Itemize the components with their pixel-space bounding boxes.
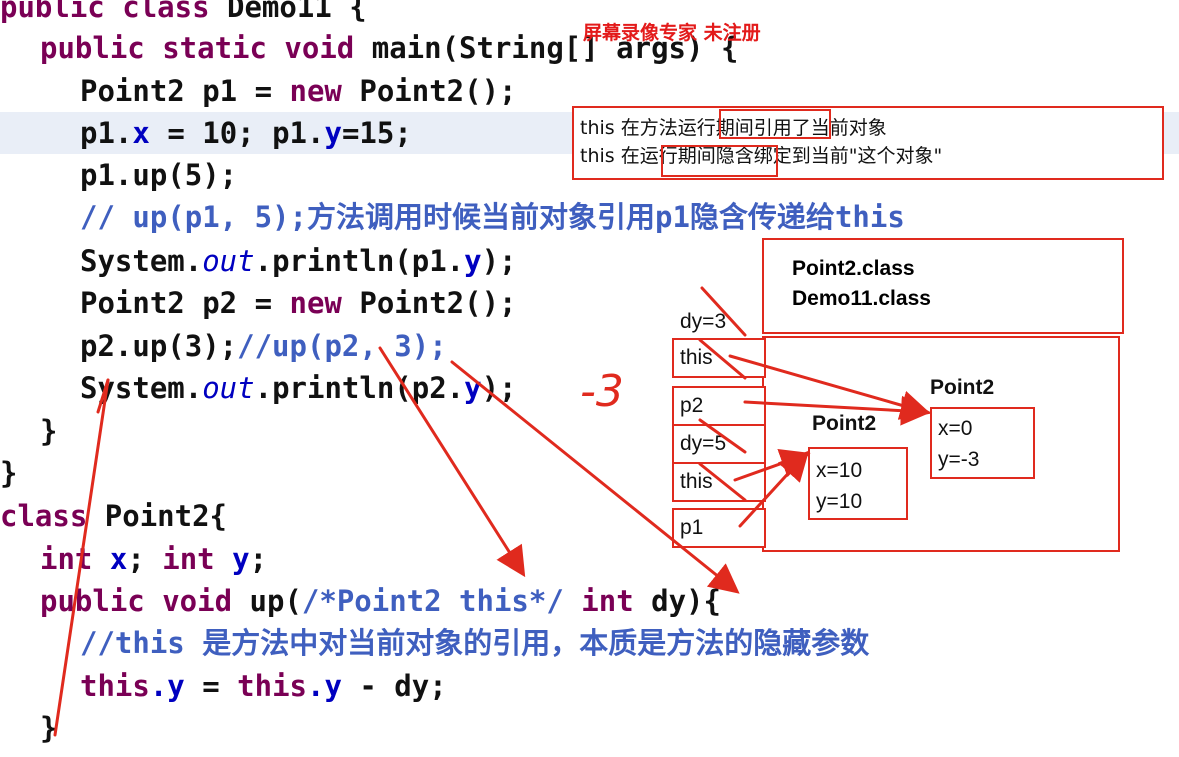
code-text: .println(p1. xyxy=(254,244,465,278)
class-file-point2: Point2.class xyxy=(792,257,915,280)
comment: //up(p2, 3); xyxy=(237,329,447,363)
keyword: int xyxy=(40,542,93,576)
note-line-1: this 在方法运行期间引用了当前对象 xyxy=(580,117,887,139)
field-y-value: y=10 xyxy=(816,490,863,513)
main-signature: main(String[] args) { xyxy=(371,31,739,65)
code-line-18: } xyxy=(40,711,58,745)
code-text: Point2 p1 = xyxy=(80,74,290,108)
code-text: System. xyxy=(80,371,203,405)
keyword: this xyxy=(80,669,150,703)
stack-frame-this-top: this xyxy=(672,338,766,378)
code-text: = xyxy=(184,669,238,703)
note-line-2: this 在运行期间隐含绑定到当前"这个对象" xyxy=(580,145,943,167)
code-text: Point2{ xyxy=(87,499,227,533)
code-text: System. xyxy=(80,244,203,278)
field: y xyxy=(464,244,482,278)
code-text: p2.up(3); xyxy=(80,329,238,363)
heap-object-label-top: Point2 xyxy=(930,376,995,399)
keyword: public xyxy=(0,0,105,24)
code-text: ); xyxy=(481,244,517,278)
class-name: Demo11 { xyxy=(227,0,367,24)
code-line-12: } xyxy=(0,456,18,490)
field: .y xyxy=(149,669,185,703)
code-text: ; xyxy=(249,542,268,576)
field: x xyxy=(132,116,150,150)
code-line-10: System.out.println(p2.y); xyxy=(80,367,517,409)
code-line-16-comment: //this 是方法中对当前对象的引用，本质是方法的隐藏参数 xyxy=(80,622,869,664)
stack-frame-p1: p1 xyxy=(672,508,766,548)
code-line-14: int x; int y; xyxy=(40,538,267,580)
field: x xyxy=(109,542,128,576)
method-area-box: Point2.class Demo11.class xyxy=(762,238,1124,334)
static-field: out xyxy=(202,244,255,278)
code-text: ); xyxy=(481,371,517,405)
comment-cjk: 隐含传递给 xyxy=(689,200,835,234)
field: .y xyxy=(307,669,342,703)
code-text: Point2 p2 = xyxy=(80,286,290,320)
code-line-11: } xyxy=(40,414,58,448)
code-line-13: class Point2{ xyxy=(0,495,227,537)
this-explanation-note: this 在方法运行期间引用了当前对象 this 在运行期间隐含绑定到当前"这个… xyxy=(572,106,1164,180)
comment: /*Point2 this*/ xyxy=(301,584,564,618)
field: y xyxy=(464,371,482,405)
code-text: Point2(); xyxy=(359,74,517,108)
field-y-value: y=-3 xyxy=(938,448,980,471)
code-line-15: public void up(/*Point2 this*/ int dy){ xyxy=(40,580,721,622)
code-text: up( xyxy=(232,584,302,618)
highlight-runtime-2 xyxy=(661,145,778,177)
watermark-text: 屏幕录像专家 未注册 xyxy=(583,22,761,44)
stack-frame-dy3: dy=3 xyxy=(680,310,727,333)
highlight-runtime-1 xyxy=(719,109,831,139)
code-line-2: public static void main(String[] args) { xyxy=(40,27,738,69)
code-text: =15; xyxy=(341,116,412,150)
field: y xyxy=(232,542,250,576)
code-text: Point2(); xyxy=(359,286,517,320)
keyword: class xyxy=(122,0,210,24)
code-text xyxy=(564,584,581,618)
comment: p1 xyxy=(655,200,690,234)
code-line-8: Point2 p2 = new Point2(); xyxy=(80,282,517,324)
keyword: public static void xyxy=(40,31,355,65)
keyword: int xyxy=(162,542,215,576)
comment-cjk: 是方法中对当前对象的引用，本质是方法的隐藏参数 xyxy=(202,626,870,660)
keyword: new xyxy=(289,286,342,320)
comment: this xyxy=(834,200,905,234)
code-text: p1. xyxy=(80,116,133,150)
keyword: int xyxy=(581,584,634,618)
code-text: .println(p2. xyxy=(254,371,465,405)
heap-object-label-bottom: Point2 xyxy=(812,412,877,435)
keyword: this xyxy=(237,669,307,703)
comment: //this xyxy=(80,626,203,660)
handwritten-result: -3 xyxy=(580,366,624,417)
stack-frame-dy5: dy=5 xyxy=(672,424,766,464)
code-line-7: System.out.println(p1.y); xyxy=(80,240,517,282)
code-line-1: public class Demo11 { xyxy=(0,0,367,28)
comment-cjk: 方法调用时候当前对象引用 xyxy=(306,200,655,234)
heap-object-bottom: x=10 y=10 xyxy=(808,447,908,520)
class-file-demo11: Demo11.class xyxy=(792,287,931,310)
comment: // up(p1, 5); xyxy=(80,200,307,234)
code-text: ; xyxy=(127,542,163,576)
keyword: class xyxy=(0,499,88,533)
keyword: public void xyxy=(40,584,233,618)
code-text: dy){ xyxy=(633,584,721,618)
code-line-5: p1.up(5); xyxy=(80,158,238,192)
code-line-9: p2.up(3);//up(p2, 3); xyxy=(80,325,447,367)
code-line-6-comment: // up(p1, 5);方法调用时候当前对象引用p1隐含传递给this xyxy=(80,196,905,238)
keyword: new xyxy=(289,74,342,108)
field: y xyxy=(324,116,342,150)
static-field: out xyxy=(202,371,255,405)
stack-frame-this-bottom: this xyxy=(672,462,766,502)
code-line-3: Point2 p1 = new Point2(); xyxy=(80,70,517,112)
field-x-value: x=10 xyxy=(816,459,863,482)
code-line-17: this.y = this.y - dy; xyxy=(80,665,447,707)
code-text: = 10; p1. xyxy=(149,116,325,150)
stack-frame-p2: p2 xyxy=(672,386,766,426)
code-text: - dy; xyxy=(341,669,447,703)
heap-object-top: x=0 y=-3 xyxy=(930,407,1035,479)
field-x-value: x=0 xyxy=(938,417,973,440)
